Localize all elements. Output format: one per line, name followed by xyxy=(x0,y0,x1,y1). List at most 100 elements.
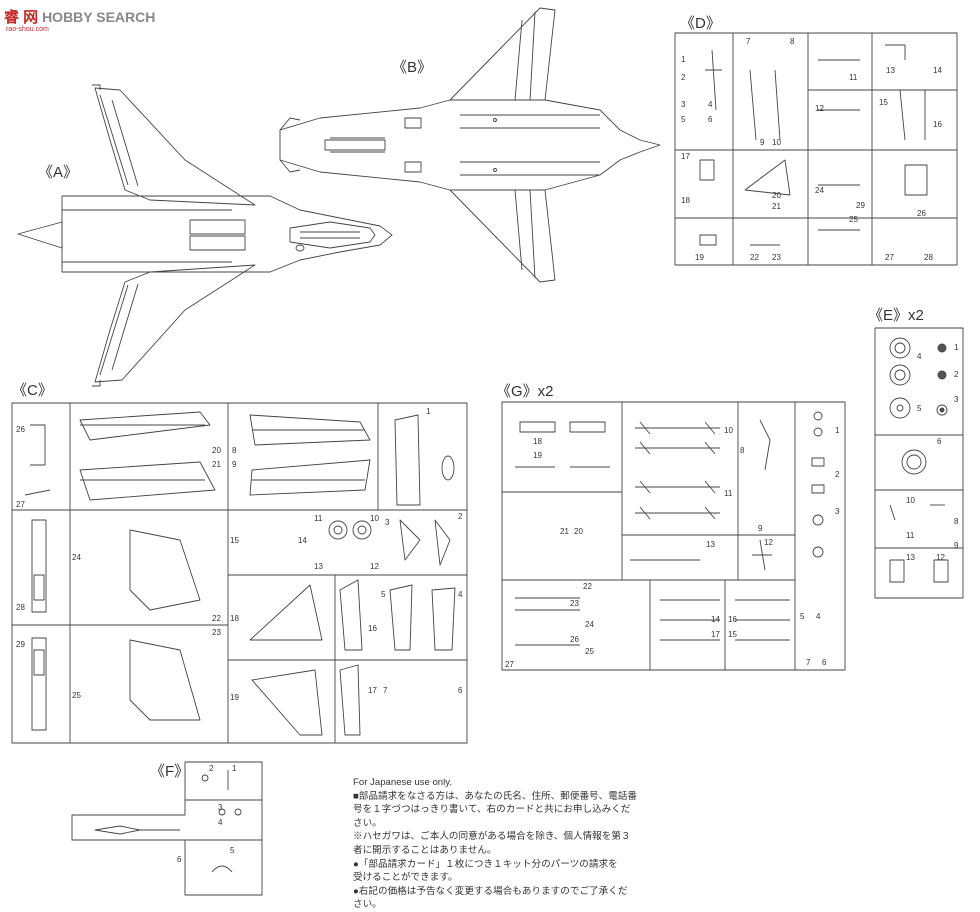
part-number: 26 xyxy=(16,425,25,434)
part-number: 6 xyxy=(822,658,827,667)
part-number: 5 xyxy=(681,115,686,124)
part-number: 2 xyxy=(458,512,463,521)
part-number: 22 xyxy=(750,253,759,262)
part-number: 29 xyxy=(856,201,865,210)
part-number: 14 xyxy=(298,536,307,545)
part-number: 18 xyxy=(681,196,690,205)
part-number: 5 xyxy=(381,590,386,599)
sprue-e-drawing xyxy=(874,327,964,599)
part-number: 10 xyxy=(906,496,915,505)
part-number: 6 xyxy=(937,437,942,446)
part-number: 25 xyxy=(72,691,81,700)
part-number: 1 xyxy=(835,426,840,435)
watermark-url: rao-shou.com xyxy=(6,26,49,33)
part-number: 3 xyxy=(385,518,390,527)
sprue-e-label: 《E》x2 xyxy=(868,307,924,324)
part-number: 23 xyxy=(212,628,221,637)
part-number: 4 xyxy=(218,818,223,827)
part-number: 11 xyxy=(724,489,733,498)
part-number: 10 xyxy=(724,426,733,435)
part-number: 10 xyxy=(370,514,379,523)
part-number: 4 xyxy=(917,352,922,361)
part-a-drawing xyxy=(17,84,393,387)
sprue-d-label: 《D》 xyxy=(680,15,721,32)
part-number: 11 xyxy=(849,73,858,82)
part-number: 6 xyxy=(708,115,713,124)
part-number: 1 xyxy=(954,343,959,352)
sprue-d-drawing xyxy=(674,32,958,266)
part-number: 6 xyxy=(177,855,182,864)
part-number: 20 xyxy=(574,527,583,536)
part-number: 17 xyxy=(368,686,377,695)
part-number: 27 xyxy=(505,660,514,669)
sprue-f-label: 《F》 xyxy=(150,763,190,780)
part-number: 17 xyxy=(711,630,720,639)
part-number: 2 xyxy=(954,370,959,379)
part-number: 4 xyxy=(458,590,463,599)
part-number: 2 xyxy=(681,73,686,82)
part-number: 19 xyxy=(533,451,542,460)
part-number: 5 xyxy=(800,612,805,621)
part-number: 14 xyxy=(933,66,942,75)
part-number: 1 xyxy=(232,764,237,773)
part-number: 8 xyxy=(232,446,237,455)
part-number: 3 xyxy=(681,100,686,109)
part-number: 22 xyxy=(583,582,592,591)
part-number: 29 xyxy=(16,640,25,649)
part-number: 15 xyxy=(879,98,888,107)
part-number: 24 xyxy=(585,620,594,629)
part-number: 16 xyxy=(728,615,737,624)
part-number: 25 xyxy=(585,647,594,656)
part-number: 5 xyxy=(917,404,922,413)
part-number: 25 xyxy=(849,215,858,224)
part-number: 17 xyxy=(681,152,690,161)
part-number: 1 xyxy=(426,407,431,416)
sprue-c-label: 《C》 xyxy=(12,382,53,399)
part-number: 13 xyxy=(886,66,895,75)
part-number: 21 xyxy=(560,527,569,536)
part-number: 11 xyxy=(314,514,323,523)
part-number: 21 xyxy=(772,202,781,211)
part-number: 8 xyxy=(740,446,745,455)
part-number: 12 xyxy=(764,538,773,547)
part-number: 23 xyxy=(772,253,781,262)
part-number: 3 xyxy=(954,395,959,404)
part-number: 9 xyxy=(758,524,763,533)
sprue-g-drawing xyxy=(501,401,846,671)
part-number: 12 xyxy=(370,562,379,571)
part-number: 7 xyxy=(746,37,751,46)
part-number: 28 xyxy=(924,253,933,262)
part-number: 5 xyxy=(230,846,235,855)
part-number: 18 xyxy=(533,437,542,446)
part-number: 4 xyxy=(816,612,821,621)
part-number: 12 xyxy=(815,104,824,113)
part-number: 27 xyxy=(16,500,25,509)
sprue-g-label: 《G》x2 xyxy=(496,383,554,400)
part-number: 13 xyxy=(314,562,323,571)
part-number: 9 xyxy=(954,541,959,550)
part-number: 19 xyxy=(695,253,704,262)
part-number: 24 xyxy=(72,553,81,562)
part-number: 8 xyxy=(954,517,959,526)
part-number: 8 xyxy=(790,37,795,46)
view-b-label: 《B》 xyxy=(392,59,433,76)
part-number: 20 xyxy=(772,191,781,200)
part-number: 23 xyxy=(570,599,579,608)
part-number: 13 xyxy=(706,540,715,549)
part-number: 4 xyxy=(708,100,713,109)
part-number: 28 xyxy=(16,603,25,612)
part-number: 16 xyxy=(933,120,942,129)
part-number: 15 xyxy=(230,536,239,545)
part-number: 2 xyxy=(835,470,840,479)
part-number: 26 xyxy=(570,635,579,644)
part-number: 10 xyxy=(772,138,781,147)
part-number: 14 xyxy=(711,615,720,624)
part-number: 20 xyxy=(212,446,221,455)
part-number: 3 xyxy=(835,507,840,516)
part-number: 7 xyxy=(806,658,811,667)
part-number: 2 xyxy=(209,764,214,773)
part-number: 19 xyxy=(230,693,239,702)
part-number: 21 xyxy=(212,460,221,469)
part-number: 1 xyxy=(681,55,686,64)
